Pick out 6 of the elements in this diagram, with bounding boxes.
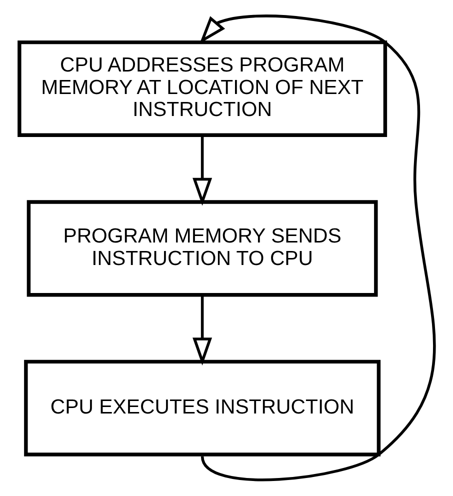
arrow <box>192 136 212 206</box>
node-box: CPU ADDRESSES PROGRAM MEMORY AT LOCATION OF NEXT INSTRUCTION <box>17 40 387 138</box>
arrow <box>192 295 212 366</box>
node-box: PROGRAM MEMORY SENDS INSTRUCTION TO CPU <box>26 200 378 297</box>
node-box: CPU EXECUTES INSTRUCTION <box>24 360 380 456</box>
arrow <box>199 14 436 482</box>
